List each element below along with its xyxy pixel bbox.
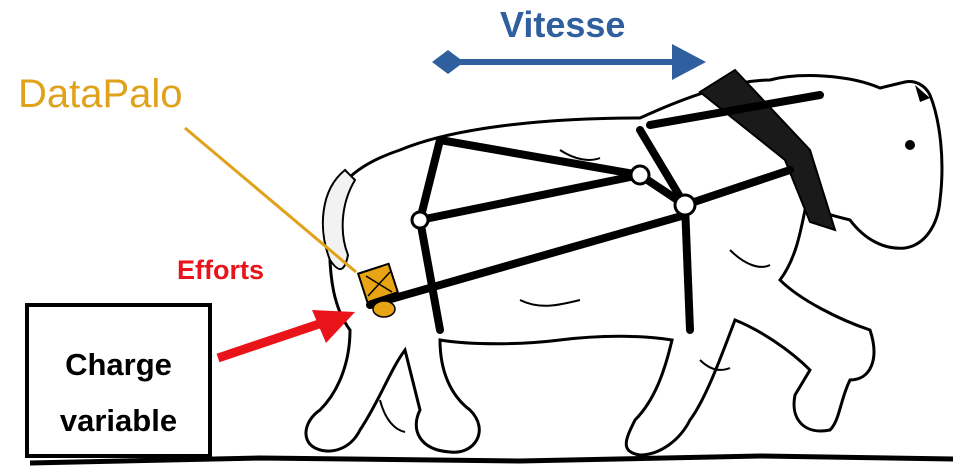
horse-body: [306, 76, 942, 455]
charge-line-2: variable: [29, 393, 208, 449]
horse-eye: [905, 140, 915, 150]
label-vitesse: Vitesse: [500, 4, 625, 46]
vitesse-arrow: [432, 44, 706, 80]
label-datapalo: DataPalo: [18, 72, 183, 117]
efforts-arrow: [218, 310, 355, 358]
charge-variable-label: Charge variable: [29, 337, 208, 449]
charge-variable-box: Charge variable: [25, 303, 212, 458]
charge-line-1: Charge: [29, 337, 208, 393]
datapalo-hook: [373, 301, 395, 317]
label-efforts: Efforts: [177, 255, 264, 286]
